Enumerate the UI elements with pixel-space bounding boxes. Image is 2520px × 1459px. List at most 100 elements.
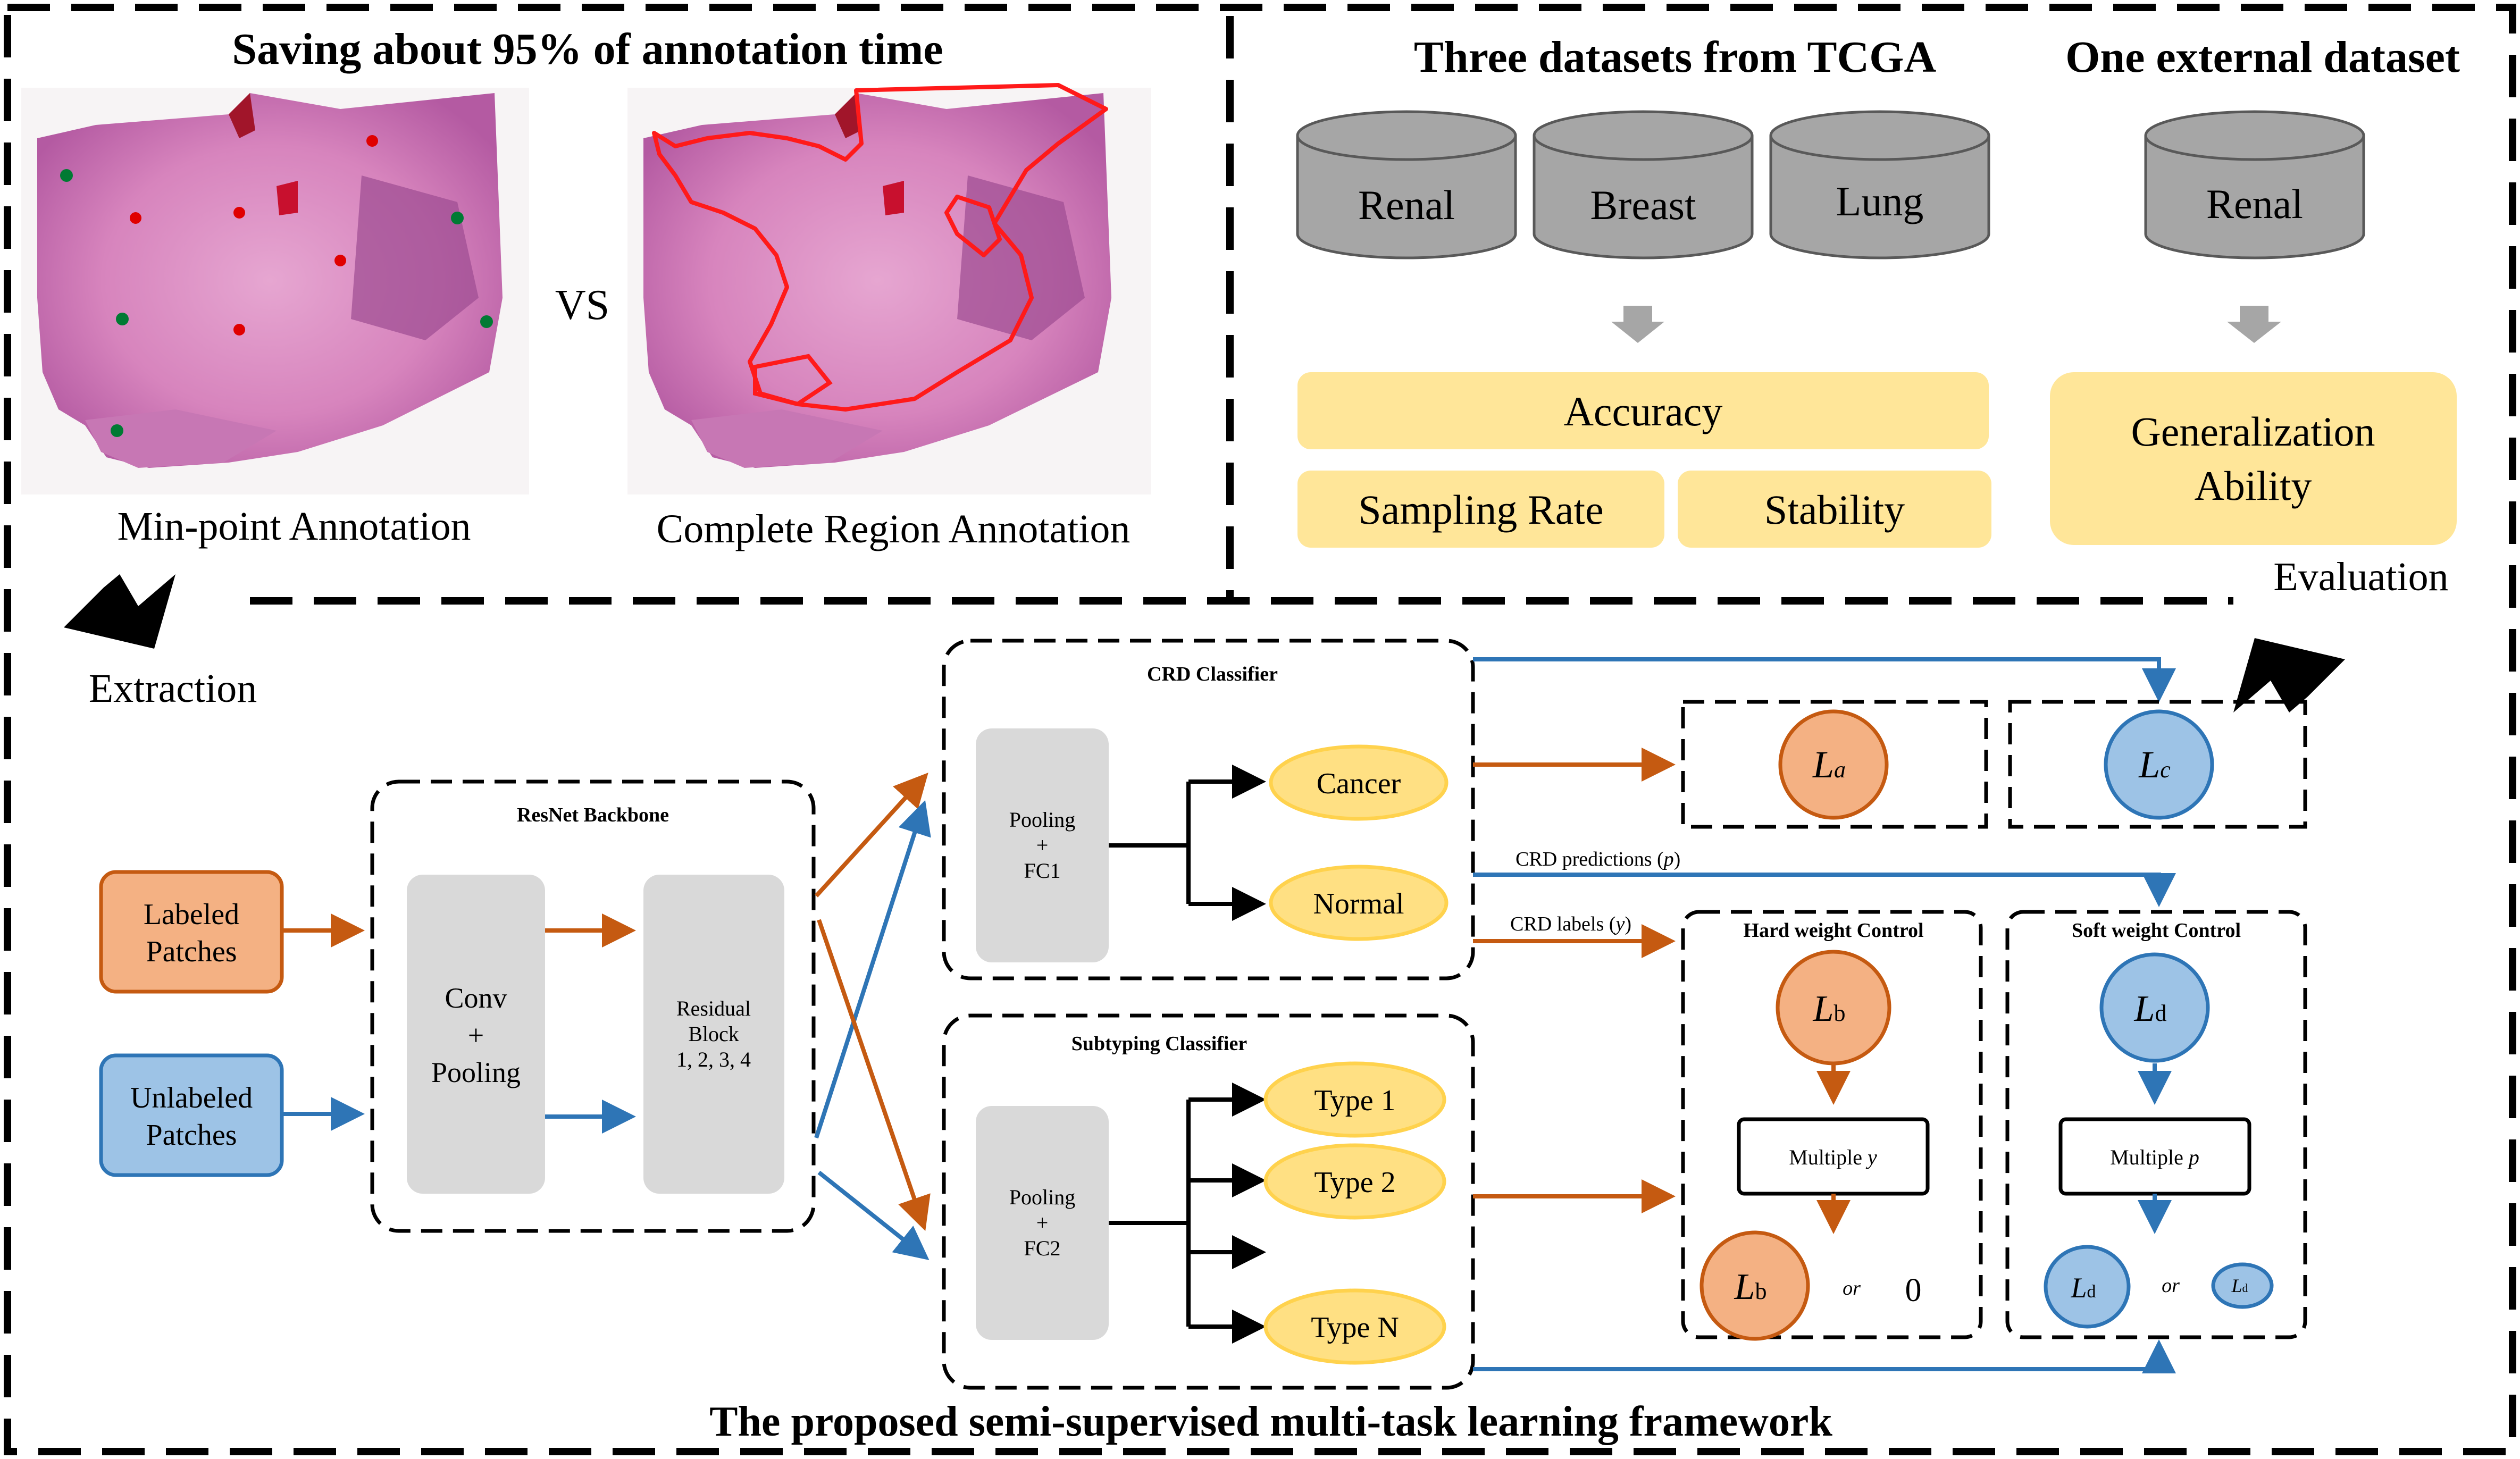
crd-pool-label-2: + [1036, 833, 1049, 857]
hard-or-label: or [1843, 1277, 1861, 1299]
crd-pooling-fc1-box [976, 728, 1109, 962]
Lb-output-label: Lb [1734, 1267, 1767, 1307]
conv-label-2: + [468, 1019, 484, 1051]
residual-label-2: Block [688, 1022, 739, 1046]
outer-frame [4, 4, 2516, 1455]
La-label: La [1812, 743, 1846, 786]
min-point-slide-image [21, 88, 529, 494]
labeled-patches-box [99, 870, 284, 994]
subtyping-classifier-title: Subtyping Classifier [1071, 1033, 1248, 1055]
annotation-title: Saving about 95% of annotation time [232, 24, 943, 74]
hard-weight-frame [1681, 910, 1983, 1339]
conv-pooling-box [407, 875, 545, 1194]
db-breast-cylinder: Breast [1533, 110, 1754, 259]
subtyping-pool-label-3: FC2 [1024, 1236, 1061, 1260]
soft-or-label: or [2162, 1274, 2180, 1297]
crd-branch-connector [1109, 765, 1266, 921]
soft-weight-frame [2005, 910, 2307, 1339]
Ld-output-label: Ld [2070, 1272, 2096, 1304]
subtyping-pool-label-1: Pooling [1009, 1185, 1075, 1209]
crd-predictions-blue-arrow [1473, 873, 2176, 907]
extraction-label: Extraction [89, 666, 257, 711]
type1-label: Type 1 [1314, 1084, 1395, 1117]
hard-weight-title: Hard weight Control [1743, 919, 1923, 942]
generalization-box [2050, 372, 2457, 545]
backbone-to-subtyping-blue-arrow [817, 1170, 930, 1260]
accuracy-label: Accuracy [1564, 388, 1723, 434]
backbone-to-crd-blue-arrow [814, 800, 931, 1139]
hard-zero-label: 0 [1905, 1272, 1922, 1309]
db-lung-label: Lung [1836, 178, 1924, 224]
tcga-down-arrow [1611, 306, 1664, 343]
Lc-frame [2008, 700, 2307, 829]
evaluation-arrow-icon [2233, 638, 2345, 712]
resnet-backbone-frame [370, 779, 816, 1233]
min-point-caption: Min-point Annotation [118, 504, 471, 549]
stability-box [1678, 471, 1991, 548]
type2-node [1263, 1143, 1446, 1220]
complete-region-caption: Complete Region Annotation [657, 507, 1131, 551]
tcga-title: Three datasets from TCGA [1414, 32, 1937, 82]
normal-node [1269, 865, 1449, 941]
external-title: One external dataset [2065, 32, 2460, 82]
unlabeled-patches-label-1: Unlabeled [130, 1081, 253, 1114]
typeN-label: Type N [1311, 1311, 1399, 1344]
Lc-node [2104, 709, 2214, 820]
conv-label-3: Pooling [431, 1056, 521, 1088]
resnet-backbone-title: ResNet Backbone [517, 804, 669, 826]
conv-label-1: Conv [445, 982, 507, 1014]
Ld-node [2099, 952, 2210, 1063]
framework-title: The proposed semi-supervised multi-task … [709, 1398, 1832, 1445]
crd-pool-label-1: Pooling [1009, 808, 1075, 832]
Ld-small-label: Ld [2231, 1275, 2248, 1296]
subtyping-to-soft-blue-arrow [1473, 1339, 2176, 1373]
vs-label: VS [555, 282, 609, 329]
normal-label: Normal [1313, 887, 1404, 920]
soft-weight-title: Soft weight Control [2072, 919, 2241, 942]
subtyping-branch-connector [1109, 1083, 1266, 1344]
db-renal-cylinder: Renal [1296, 110, 1517, 259]
cancer-node [1269, 744, 1449, 821]
evaluation-label: Evaluation [2273, 555, 2448, 599]
cancer-label: Cancer [1317, 767, 1401, 800]
labeled-patches-label-1: Labeled [144, 898, 239, 931]
db-lung-cylinder: Lung [1769, 110, 1990, 259]
db-breast-label: Breast [1590, 182, 1696, 228]
subtyping-pool-label-2: + [1036, 1211, 1049, 1235]
sampling-rate-label: Sampling Rate [1358, 487, 1603, 533]
crd-to-Lc-blue-arrow [1473, 657, 2176, 702]
backbone-to-subtyping-orange-arrow [817, 919, 931, 1231]
unlabeled-patches-box [99, 1053, 284, 1177]
db-renal-label: Renal [1358, 182, 1455, 228]
db-external-renal-label: Renal [2206, 181, 2303, 227]
db-external-renal-cylinder: Renal [2144, 110, 2365, 259]
extraction-arrow-icon [64, 574, 175, 649]
type1-node [1263, 1061, 1446, 1138]
complete-region-slide-image [627, 83, 1151, 494]
stability-label: Stability [1764, 487, 1905, 533]
accuracy-box [1297, 372, 1989, 449]
type2-label: Type 2 [1314, 1166, 1395, 1199]
crd-classifier-title: CRD Classifier [1147, 663, 1278, 685]
crd-predictions-label: CRD predictions (p) [1516, 848, 1680, 870]
sampling-rate-box [1297, 471, 1664, 548]
backbone-to-crd-orange-arrow [815, 773, 928, 898]
Ld-output-node [2044, 1245, 2131, 1329]
generalization-label-line1: Generalization [2131, 408, 2375, 455]
residual-label-1: Residual [676, 996, 751, 1020]
Ld-label: Ld [2134, 988, 2167, 1029]
subtyping-pooling-fc2-box [976, 1106, 1109, 1340]
labeled-patches-label-2: Patches [146, 935, 237, 968]
residual-label-3: 1, 2, 3, 4 [676, 1047, 751, 1071]
external-down-arrow [2227, 306, 2281, 343]
crd-classifier-frame [942, 639, 1475, 980]
residual-block-box [643, 875, 784, 1194]
La-frame [1681, 700, 1988, 829]
crd-labels-label: CRD labels (y) [1510, 913, 1631, 935]
multiple-y-label: Multiple y [1789, 1145, 1877, 1169]
generalization-label-line2: Ability [2194, 463, 2312, 509]
Lb-label: Lb [1813, 988, 1846, 1029]
typeN-node [1263, 1288, 1446, 1365]
